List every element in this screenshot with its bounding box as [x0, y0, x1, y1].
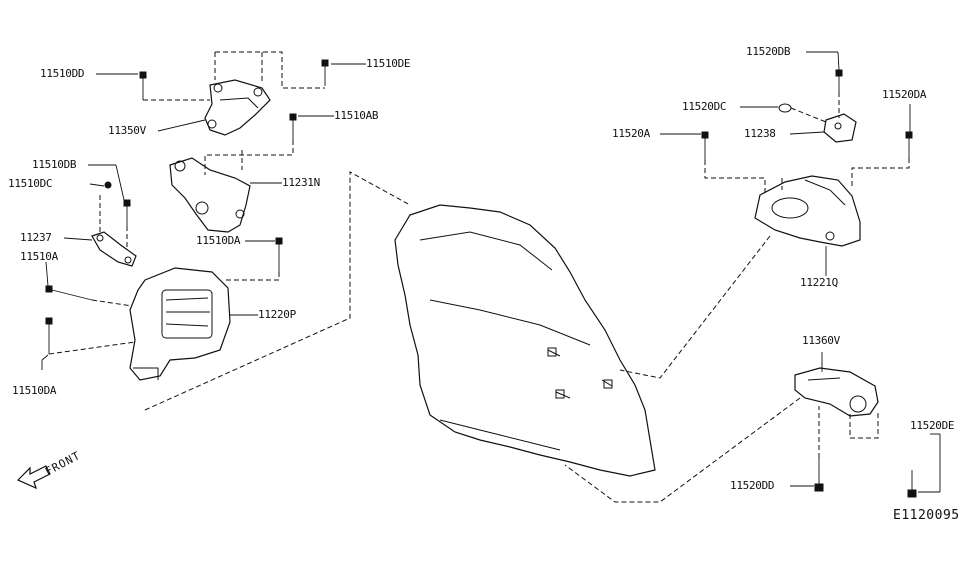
bolt-11510da-top[interactable]	[275, 237, 283, 272]
bolt-11520dd[interactable]	[814, 458, 824, 492]
label-11221q[interactable]: 11221Q	[800, 276, 838, 289]
label-11520db[interactable]: 11520DB	[746, 45, 791, 58]
bolt-11510dd[interactable]	[139, 71, 147, 100]
label-11237[interactable]: 11237	[20, 231, 52, 244]
mount-11360v[interactable]	[794, 367, 879, 417]
label-11520dc[interactable]: 11520DC	[682, 100, 727, 113]
label-11238[interactable]: 11238	[744, 127, 776, 140]
label-11350v[interactable]: 11350V	[108, 124, 146, 137]
bolt-11510a[interactable]	[45, 285, 93, 301]
label-11220p[interactable]: 11220P	[258, 308, 296, 321]
bracket-11350v[interactable]	[204, 79, 271, 136]
label-11510ab[interactable]: 11510AB	[334, 109, 379, 122]
bolt-11510db[interactable]	[123, 199, 131, 226]
leader-lines	[41, 51, 941, 493]
diagram-id: E1120095	[893, 508, 960, 523]
bolt-11520db[interactable]	[835, 69, 843, 92]
mount-11221q[interactable]	[754, 175, 861, 247]
mount-11220p[interactable]	[129, 267, 231, 381]
label-11520de[interactable]: 11520DE	[910, 419, 955, 432]
label-11231n[interactable]: 11231N	[282, 176, 320, 189]
bolt-11520a[interactable]	[701, 131, 709, 160]
label-11510de[interactable]: 11510DE	[366, 57, 411, 70]
front-arrow-icon	[16, 465, 51, 490]
label-11510da-bottom[interactable]: 11510DA	[12, 384, 57, 397]
bolt-11520de[interactable]	[907, 470, 917, 498]
bracket-11238[interactable]	[823, 113, 857, 143]
bolt-11510dc[interactable]	[104, 181, 112, 189]
label-11510db[interactable]: 11510DB	[32, 158, 77, 171]
label-11360v[interactable]: 11360V	[802, 334, 840, 347]
label-11510da-top[interactable]: 11510DA	[196, 234, 241, 247]
bolt-11510ab[interactable]	[289, 113, 297, 140]
label-11520a[interactable]: 11520A	[612, 127, 650, 140]
bolt-11510de[interactable]	[321, 59, 329, 86]
label-11510a[interactable]: 11510A	[20, 250, 58, 263]
assembly-lines	[48, 51, 910, 503]
label-11510dc[interactable]: 11510DC	[8, 177, 53, 190]
engine-block[interactable]	[394, 204, 656, 477]
bracket-11237[interactable]	[91, 231, 137, 267]
label-11510dd[interactable]: 11510DD	[40, 67, 85, 80]
label-11520da[interactable]: 11520DA	[882, 88, 927, 101]
bolt-11520dc[interactable]	[778, 103, 792, 113]
label-11520dd[interactable]: 11520DD	[730, 479, 775, 492]
bolt-11520da[interactable]	[905, 131, 913, 158]
bracket-11231n[interactable]	[169, 157, 251, 233]
bolt-11510da-bottom[interactable]	[45, 317, 53, 354]
